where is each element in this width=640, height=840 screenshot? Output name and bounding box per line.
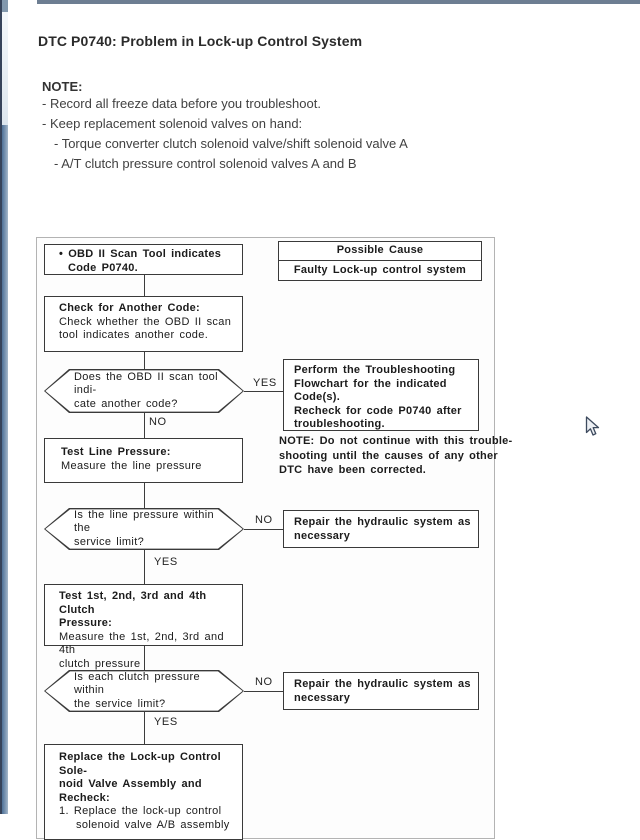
connector-line (144, 712, 145, 744)
note-item: - A/T clutch pressure control solenoid v… (54, 156, 357, 171)
window-left-edge (0, 0, 2, 814)
scrollbar-thumb[interactable] (2, 125, 8, 814)
left-scrollbar[interactable] (0, 0, 8, 814)
connector-line (144, 646, 145, 670)
document-content: DTC P0740: Problem in Lock-up Control Sy… (38, 0, 630, 174)
note-item: - Record all freeze data before you trou… (42, 96, 321, 111)
test-line-pressure-box: Test Line Pressure: Measure the line pre… (44, 438, 243, 483)
connector-line (144, 413, 145, 438)
box-title: Test Line Pressure: (61, 446, 171, 458)
flowchart-note-text: NOTE: Do not continue with this trouble-… (279, 435, 513, 476)
top-border-bar (37, 0, 640, 4)
box-title: Check for Another Code: (59, 302, 200, 314)
yes-label: YES (154, 556, 178, 568)
flowchart-check-code-box: Check for Another Code: Check whether th… (44, 296, 243, 352)
replace-solenoid-box: Replace the Lock-up Control Sole-noid Va… (44, 744, 243, 840)
note-label: NOTE: (42, 79, 83, 94)
note-item: - Torque converter clutch solenoid valve… (54, 136, 408, 151)
connector-line (244, 529, 283, 530)
no-label: NO (149, 416, 167, 428)
mouse-cursor (585, 416, 600, 436)
yes-label: YES (253, 377, 277, 389)
note-item: - Keep replacement solenoid valves on ha… (42, 116, 303, 131)
connector-line (144, 483, 145, 508)
no-label: NO (255, 514, 273, 526)
decision-another-code: Does the OBD II scan tool indi-cate anot… (44, 369, 244, 413)
possible-cause-header: Possible Cause (278, 241, 482, 261)
possible-cause-value: Faulty Lock-up control system (278, 260, 482, 281)
yes-label: YES (154, 716, 178, 728)
scrollbar-track[interactable] (2, 12, 8, 125)
connector-line (144, 352, 145, 369)
no-label: NO (255, 676, 273, 688)
connector-line (244, 691, 283, 692)
connector-line (144, 275, 145, 296)
scrollbar-cap (2, 0, 8, 12)
connector-line (144, 550, 145, 584)
connector-line (244, 391, 283, 392)
page-title: DTC P0740: Problem in Lock-up Control Sy… (38, 33, 363, 49)
